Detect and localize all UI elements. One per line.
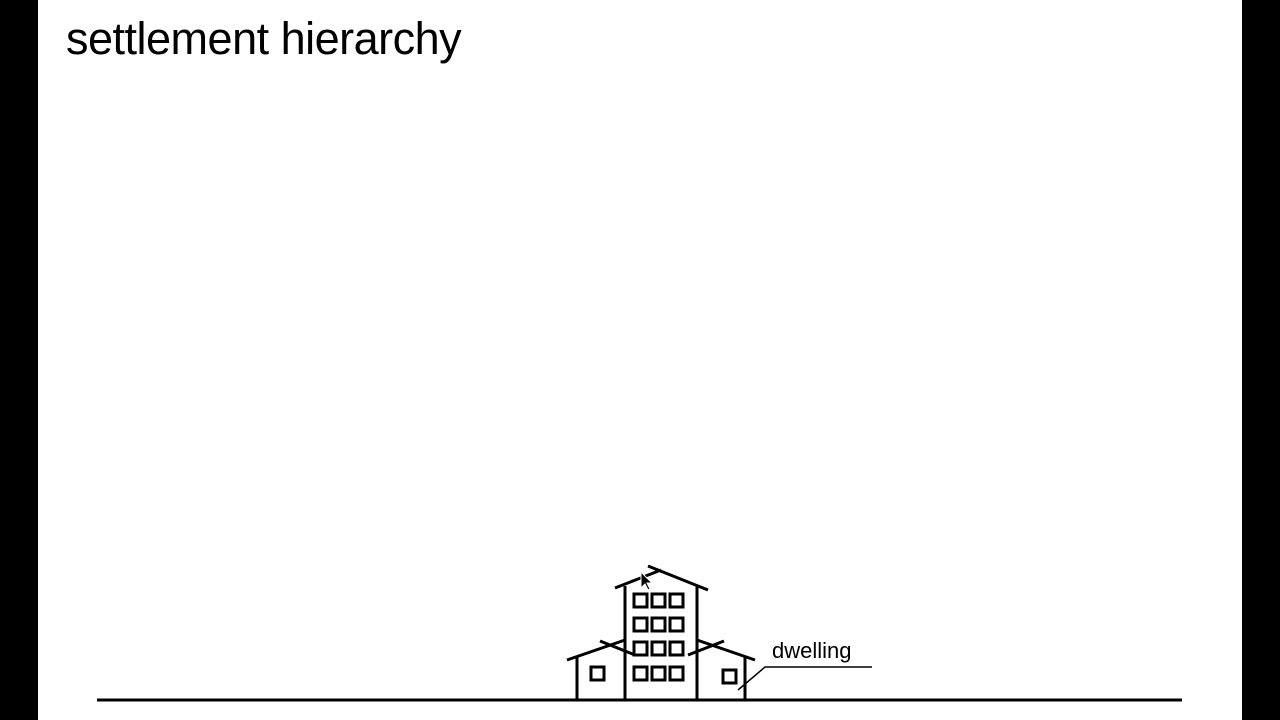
callout-leader-line (737, 666, 872, 691)
slide: settlement hierarchy (38, 0, 1242, 720)
slide-title: settlement hierarchy (66, 13, 462, 64)
settlement-diagram: dwelling (97, 564, 1182, 702)
mouse-cursor-icon (640, 570, 654, 591)
callout-label-dwelling: dwelling (772, 638, 852, 663)
dwelling-building-icon (566, 564, 756, 700)
